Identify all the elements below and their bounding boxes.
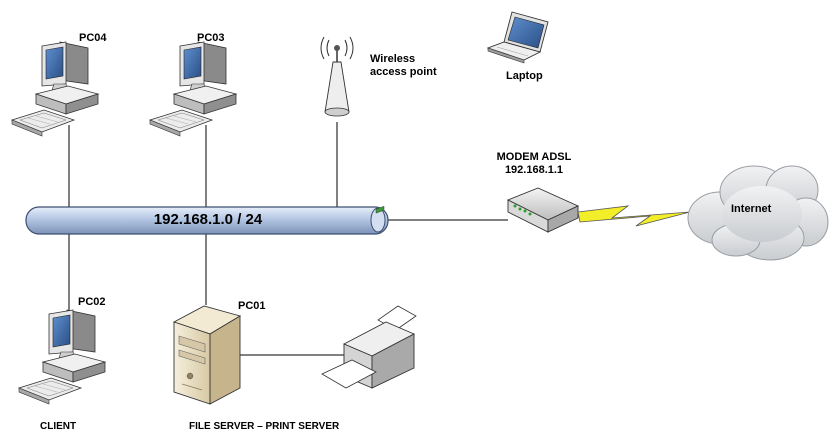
wap-label-line2: access point — [370, 66, 437, 78]
wireless-access-point-icon[interactable] — [320, 36, 354, 117]
internet-label: Internet — [731, 203, 772, 215]
network-bus — [25, 206, 389, 235]
wireless-access-point-label: Wireless access point — [370, 53, 437, 79]
server-icon[interactable] — [172, 305, 242, 405]
modem-label: MODEM ADSL 192.168.1.1 — [488, 151, 580, 177]
pc04-icon[interactable] — [11, 41, 99, 137]
modem-label-line1: MODEM ADSL — [496, 151, 572, 163]
modem-label-line2: 192.168.1.1 — [504, 164, 564, 176]
internet-cloud-icon[interactable] — [687, 165, 829, 261]
modem-icon[interactable] — [506, 187, 580, 233]
laptop-icon[interactable] — [486, 11, 549, 64]
client-label: CLIENT — [40, 421, 77, 432]
server-role-label: FILE SERVER – PRINT SERVER — [189, 421, 340, 432]
lightning-bolt-icon — [577, 205, 691, 227]
pc03-label: PC03 — [197, 32, 225, 44]
laptop-label: Laptop — [506, 70, 543, 82]
wap-label-line1: Wireless — [370, 53, 416, 65]
pc03-icon[interactable] — [149, 41, 237, 137]
pc02-label: PC02 — [78, 296, 106, 308]
printer-icon[interactable] — [321, 205, 417, 389]
pc04-label: PC04 — [79, 32, 107, 44]
links — [68, 122, 508, 356]
pc01-label: PC01 — [238, 300, 266, 312]
pc02-icon[interactable] — [18, 309, 106, 405]
subnet-label: 192.168.1.0 / 24 — [153, 211, 263, 228]
